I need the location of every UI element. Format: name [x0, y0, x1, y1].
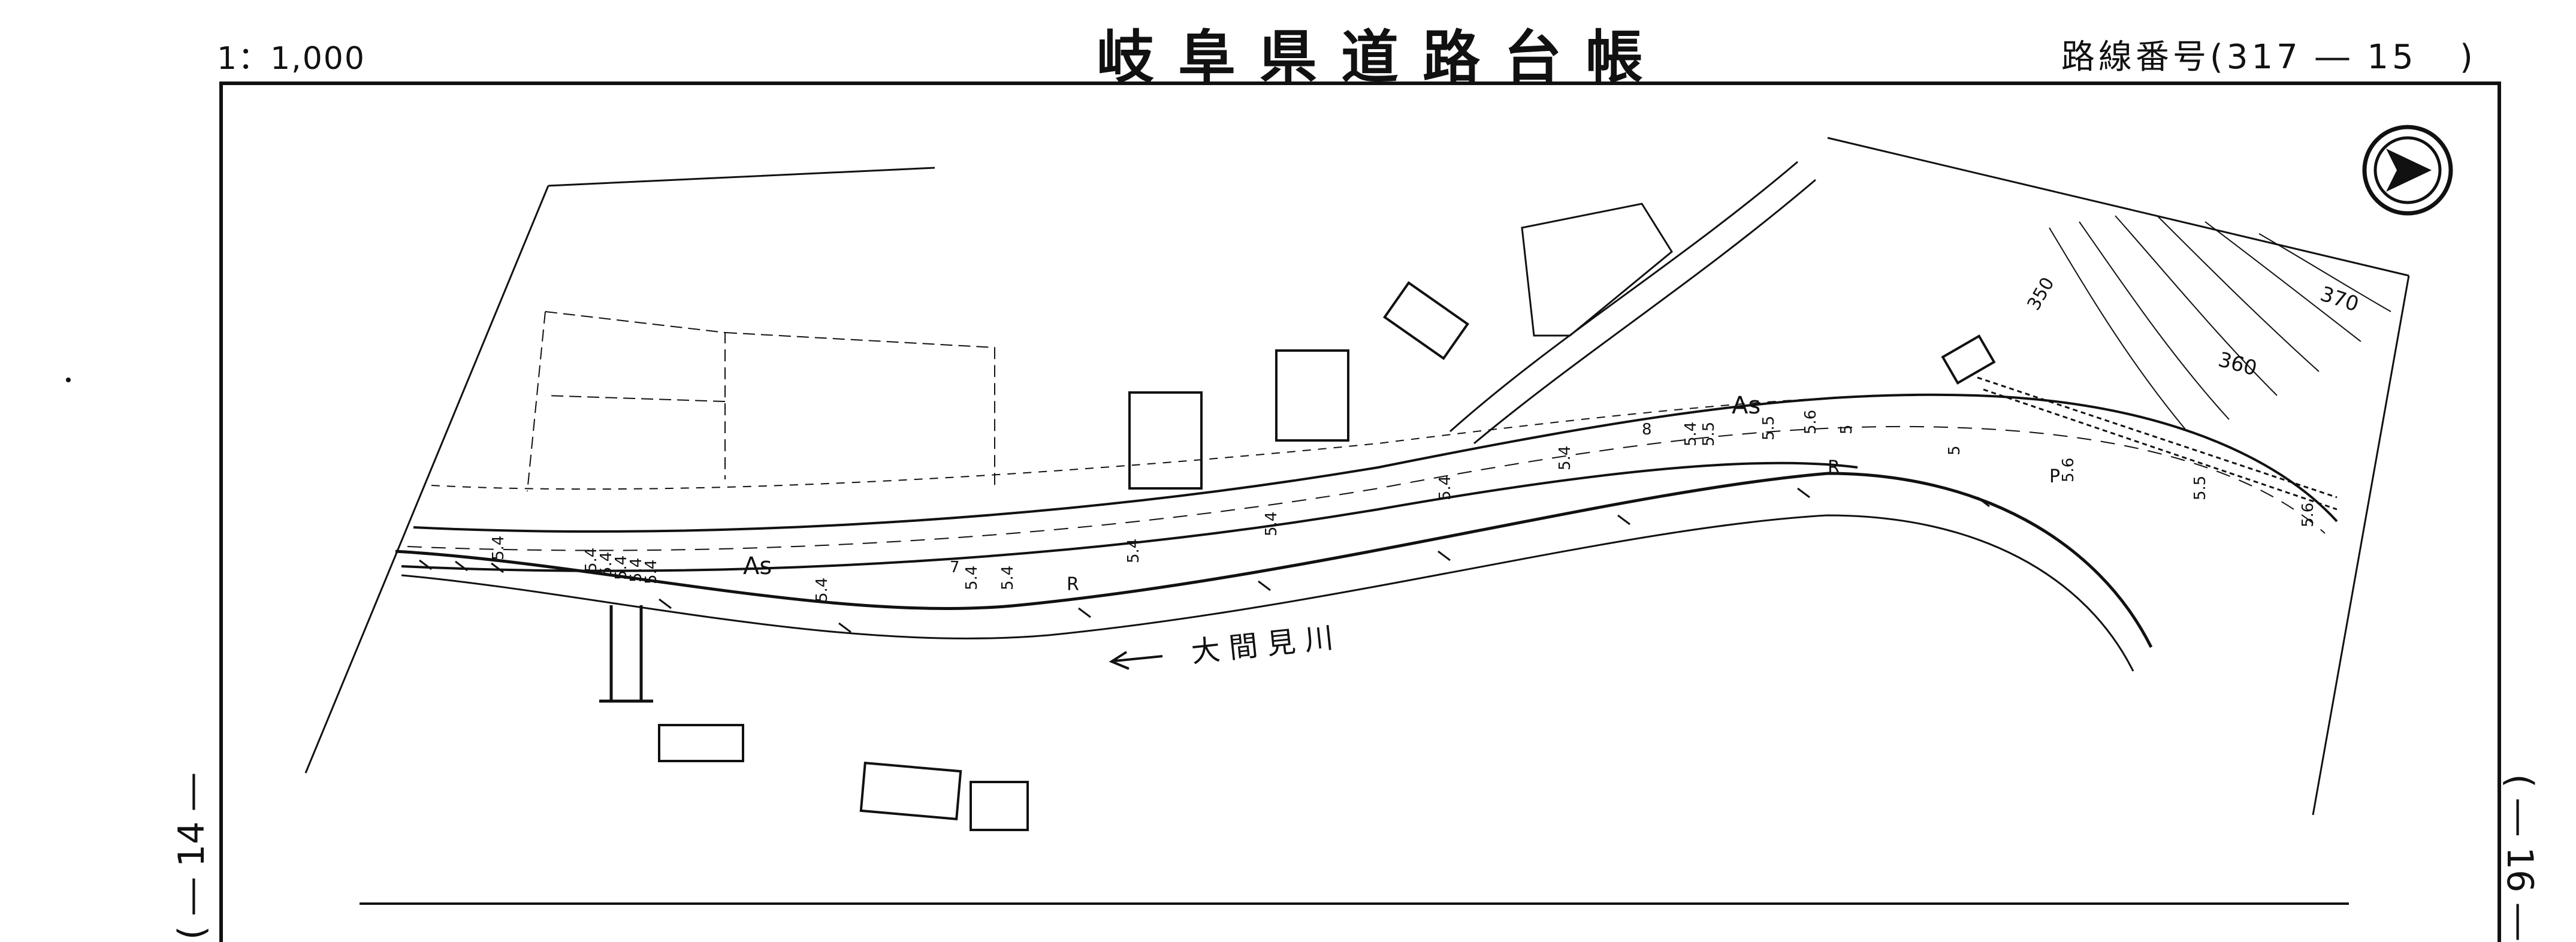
map-label: P: [2049, 466, 2060, 487]
width-label: 5.4: [1682, 422, 1700, 446]
width-label: 5.6: [1802, 410, 1820, 434]
contour-label: 370: [2317, 282, 2361, 317]
river-hatch: [419, 487, 1990, 633]
flow-arrow-icon: [1109, 651, 1163, 670]
contour-label: 360: [2216, 348, 2260, 381]
buildings: [658, 281, 1996, 831]
width-label: 5: [1838, 424, 1856, 434]
width-label: 5.4: [1263, 512, 1281, 536]
width-label: 5.5: [2191, 476, 2209, 500]
road-edge-upper: [431, 395, 1918, 490]
contour-label: 350: [2024, 274, 2059, 314]
route-number-label: 路線番号: [2061, 38, 2210, 77]
width-label: 5.4: [597, 552, 615, 576]
north-arrow-icon: [2362, 125, 2453, 216]
field-boundaries: [527, 311, 995, 492]
width-label: 5.5: [1760, 416, 1778, 440]
road-centerline: [407, 425, 2326, 551]
width-label: 5.4: [963, 566, 981, 590]
bridge: [599, 605, 653, 703]
width-label: 5.4: [1436, 476, 1454, 500]
retaining-wall: [1977, 376, 2338, 511]
river-bank-south: [401, 514, 2134, 672]
route-paren-open: (: [2210, 38, 2227, 77]
width-label: 5.4: [627, 558, 645, 582]
route-number: 路線番号(317 ― 15 ): [2061, 30, 2477, 78]
width-label: 5.4: [813, 578, 831, 602]
upper-lot: [1521, 203, 1673, 337]
scale-label: 1：1,000: [217, 41, 366, 77]
width-label: 5: [1946, 445, 1964, 455]
width-label: 5.4: [490, 536, 508, 560]
page-title: 岐阜県道路台帳: [1097, 24, 1667, 91]
route-paren-close: ): [2417, 38, 2477, 77]
width-labels: 5.4 5.4 5.4 5.4 5.4 5.4 5.4 7 5.4 5.4 5.…: [490, 410, 2317, 602]
river-bank-north: [395, 472, 2153, 648]
width-label: 8: [1642, 421, 1652, 439]
map-label: R: [1067, 574, 1079, 595]
map-frame: [219, 81, 2501, 942]
contour-lines: [2049, 215, 2391, 432]
width-label: 7: [950, 558, 960, 576]
width-label: 5.4: [1125, 539, 1143, 563]
width-label: 5.6: [2059, 458, 2077, 482]
width-label: 5.4: [642, 560, 660, 584]
map-label: R: [1828, 457, 1840, 478]
surface-label: As: [743, 552, 772, 580]
survey-boundary: [304, 137, 2410, 816]
road-edge-south: [401, 461, 1858, 572]
width-label: 5.4: [1556, 446, 1574, 470]
width-label: 5.6: [2299, 503, 2317, 527]
width-label: 5.4: [612, 555, 630, 580]
river-name: 大 間 見 川: [1189, 621, 1334, 669]
route-number-value: 317 ― 15: [2226, 38, 2417, 77]
upper-road: [1449, 161, 1816, 445]
width-label: 5.4: [999, 566, 1017, 590]
road-edge-north: [413, 393, 2338, 533]
width-label: 5.5: [1700, 422, 1718, 446]
surface-label: As: [1732, 392, 1760, 419]
width-label: 5.4: [582, 548, 600, 572]
margin-dot: [66, 378, 71, 382]
